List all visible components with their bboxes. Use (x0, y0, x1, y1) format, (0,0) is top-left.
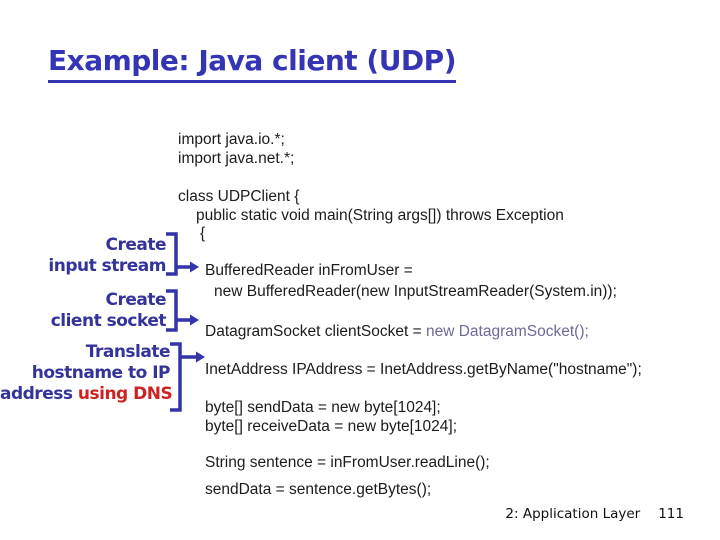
code-line: { (200, 225, 205, 243)
code-text: class UDPClient { (178, 188, 300, 205)
code-line: new BufferedReader(new InputStreamReader… (214, 283, 617, 301)
slide-title: Example: Java client (UDP) (48, 44, 456, 83)
annotation-text: address (0, 384, 78, 404)
code-text: DatagramSocket clientSocket = (205, 323, 426, 340)
annotation-text: input stream (48, 256, 166, 276)
footer-page-number: 111 (658, 506, 684, 522)
code-line: BufferedReader inFromUser = (205, 262, 413, 280)
code-line: import java.net.*; (178, 150, 294, 168)
code-line: import java.io.*; (178, 131, 285, 149)
code-line: DatagramSocket clientSocket = new Datagr… (205, 323, 589, 341)
code-text: new BufferedReader(new InputStreamReader… (214, 283, 617, 300)
footer-section-label: 2: Application Layer (505, 506, 641, 522)
bracket-translate-hostname (170, 342, 205, 412)
code-text: import java.net.*; (178, 150, 295, 167)
annotation-line: Translate (0, 342, 171, 363)
code-line: byte[] sendData = new byte[1024]; (205, 399, 441, 417)
annotation-line: client socket (0, 311, 167, 332)
code-line: public static void main(String args[]) t… (196, 207, 564, 225)
code-text: new DatagramSocket(); (425, 323, 589, 340)
code-line: InetAddress IPAddress = InetAddress.getB… (205, 361, 642, 379)
annotation-line: Create (0, 290, 166, 311)
slide-footer: 2: Application Layer 111 (505, 506, 684, 522)
annotation-line: Create (0, 235, 166, 256)
code-text: BufferedReader inFromUser = (205, 262, 413, 279)
code-line: byte[] receiveData = new byte[1024]; (205, 418, 457, 436)
code-line: class UDPClient { (178, 188, 299, 206)
code-text: String sentence = inFromUser.readLine(); (205, 454, 490, 471)
code-text: public static void main(String args[]) t… (196, 207, 564, 224)
code-text: sendData = sentence.getBytes(); (205, 481, 432, 498)
code-text: import java.io.*; (178, 131, 285, 148)
annotation-text: Create (105, 235, 166, 255)
annotation-line: address using DNS (0, 384, 173, 405)
annotation-line: hostname to IP (0, 363, 171, 384)
code-line: sendData = sentence.getBytes(); (205, 481, 431, 499)
annotation-text: using DNS (77, 384, 173, 404)
code-text: { (200, 225, 206, 242)
code-line: String sentence = inFromUser.readLine(); (205, 454, 490, 472)
annotation-text: hostname to IP (31, 363, 171, 383)
code-text: byte[] receiveData = new byte[1024]; (205, 418, 458, 435)
annotation-text: Create (105, 290, 166, 310)
code-text: byte[] sendData = new byte[1024]; (205, 399, 441, 416)
bracket-create-client-socket (166, 289, 199, 332)
annotation-text: Translate (85, 342, 171, 362)
annotation-text: client socket (50, 311, 167, 331)
annotation-line: input stream (0, 256, 166, 277)
code-text: InetAddress IPAddress = InetAddress.getB… (205, 361, 642, 378)
bracket-create-input-stream (166, 232, 199, 276)
